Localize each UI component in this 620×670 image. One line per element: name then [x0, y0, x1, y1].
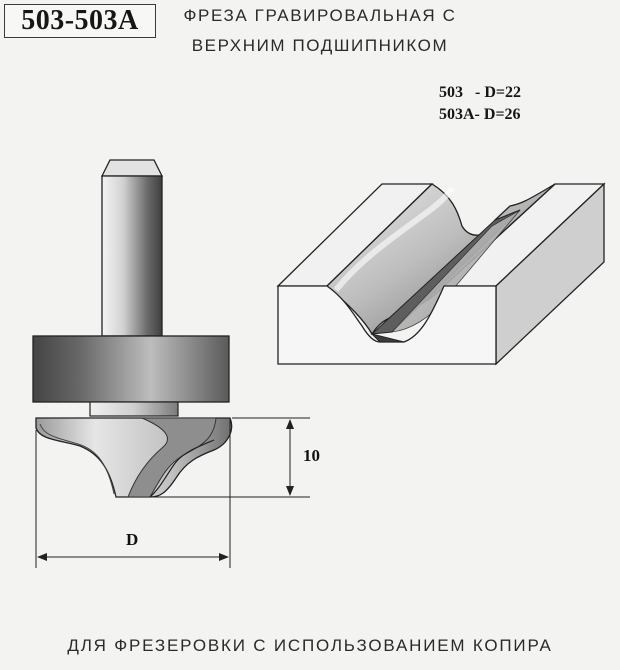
diameter-dimension: D	[35, 420, 231, 568]
shank	[100, 159, 164, 337]
diameter-label: D	[126, 530, 138, 549]
cutter-body	[35, 417, 233, 498]
title-line-2: ВЕРХНИМ ПОДШИПНИКОМ	[191, 36, 449, 55]
footer-caption: ДЛЯ ФРЕЗЕРОВКИ С ИСПОЛЬЗОВАНИЕМ КОПИРА	[67, 636, 553, 655]
spec-503: 503 - D=22	[439, 84, 521, 101]
neck	[89, 401, 179, 417]
model-code-box: 503-503А	[4, 4, 156, 38]
spec-503a: 503А- D=26	[439, 106, 521, 123]
height-label: 10	[303, 446, 320, 465]
model-code: 503-503А	[21, 5, 139, 36]
workpiece-block	[276, 182, 606, 366]
bearing	[32, 335, 230, 403]
height-dimension: 10	[152, 417, 320, 498]
title-line-1: ФРЕЗА ГРАВИРОВАЛЬНАЯ С	[183, 6, 457, 25]
